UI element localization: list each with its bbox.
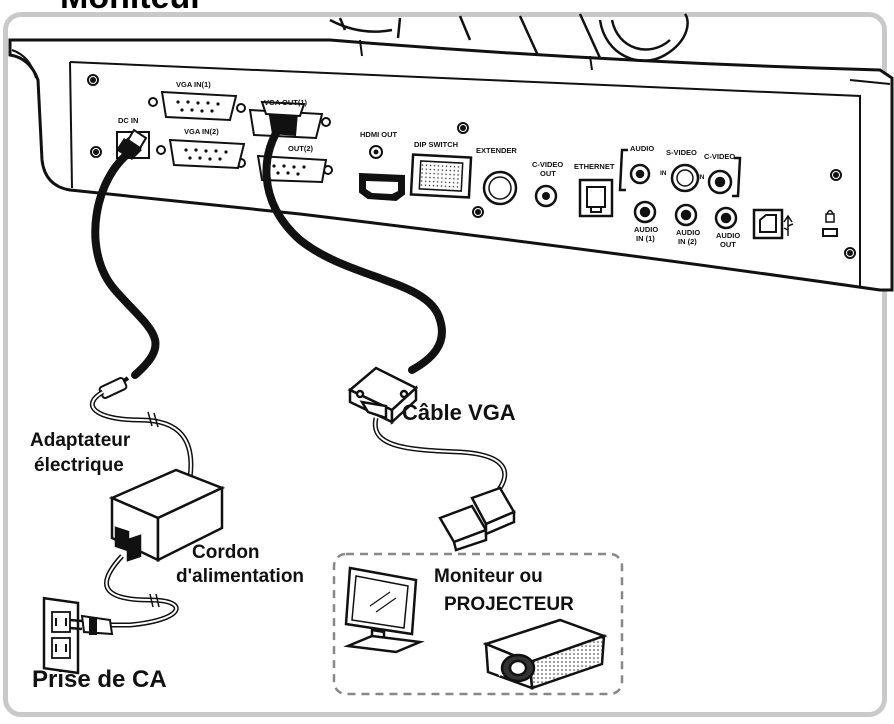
label-vga-out1: VGA OUT(1) — [264, 98, 308, 107]
hdmi-port — [359, 145, 405, 202]
device-top-outline — [329, 13, 689, 63]
label-outlet: Prise de CA — [32, 666, 167, 693]
label-audio-out-1: AUDIO — [716, 231, 741, 240]
label-dip-switch: DIP SWITCH — [414, 140, 459, 149]
label-cord-1: Cordon — [192, 542, 260, 563]
label-vga-in1: VGA IN(1) — [176, 80, 211, 89]
label-svideo: S-VIDEO — [666, 148, 697, 157]
display-group-box — [332, 552, 624, 696]
label-in-left: IN — [660, 170, 667, 177]
label-cvideo: C-VIDEO — [704, 152, 736, 161]
label-ethernet: ETHERNET — [574, 162, 615, 171]
label-vga-cable: Câble VGA — [402, 400, 516, 425]
adapter-dc-cable — [89, 389, 194, 479]
label-vga-out2: OUT(2) — [288, 144, 313, 153]
ac-plug — [69, 614, 114, 636]
vga-connector-end — [347, 366, 419, 425]
audio-jacks — [633, 200, 738, 230]
ethernet-port — [578, 178, 614, 218]
label-adapter-2: électrique — [34, 455, 124, 476]
label-vga-in2: VGA IN(2) — [184, 127, 219, 136]
vga-ports — [160, 90, 328, 184]
label-audio: AUDIO — [630, 144, 655, 153]
vga-connector-bottom — [438, 486, 516, 552]
label-extender: EXTENDER — [476, 146, 517, 155]
power-plug-head — [116, 128, 148, 160]
label-cvideo-out-1: C-VIDEO — [532, 160, 564, 169]
vga-thin-cable — [372, 417, 508, 502]
label-audio-out-2: OUT — [720, 240, 736, 249]
power-cable — [91, 146, 160, 379]
usb-port — [752, 208, 794, 240]
label-cvideo-out-2: OUT — [540, 169, 556, 178]
cvideo-out-port — [534, 184, 558, 208]
dip-switch — [409, 153, 473, 199]
label-hdmi-out: HDMI OUT — [360, 130, 398, 139]
wall-outlet-icon — [42, 596, 80, 675]
vga-plug-head-top — [260, 100, 306, 136]
diagram-frame — [3, 12, 887, 717]
dc-barrel-plug — [98, 376, 130, 399]
projector-icon — [482, 618, 608, 690]
monitor-icon — [343, 566, 425, 654]
screw-icons — [87, 74, 856, 259]
label-dc-in: DC IN — [118, 116, 139, 125]
vga-pins — [176, 100, 306, 176]
vga-cable — [262, 120, 446, 374]
label-cord-2: d'alimentation — [176, 566, 305, 587]
av-input-group — [618, 148, 742, 198]
label-display-2: PROJECTEUR — [444, 594, 574, 615]
extender-port — [482, 170, 518, 206]
label-adapter-1: Adaptateur — [30, 430, 131, 451]
lock-slot — [822, 209, 838, 237]
label-audio-in1-2: IN (1) — [636, 234, 655, 243]
ac-power-cord — [104, 554, 179, 628]
label-in-right: IN — [698, 174, 705, 181]
label-display-1: Moniteur ou — [434, 566, 543, 587]
label-audio-in2-1: AUDIO — [676, 228, 701, 237]
power-adapter — [108, 468, 226, 563]
label-audio-in1-1: AUDIO — [634, 225, 659, 234]
label-audio-in2-2: IN (2) — [678, 237, 697, 246]
